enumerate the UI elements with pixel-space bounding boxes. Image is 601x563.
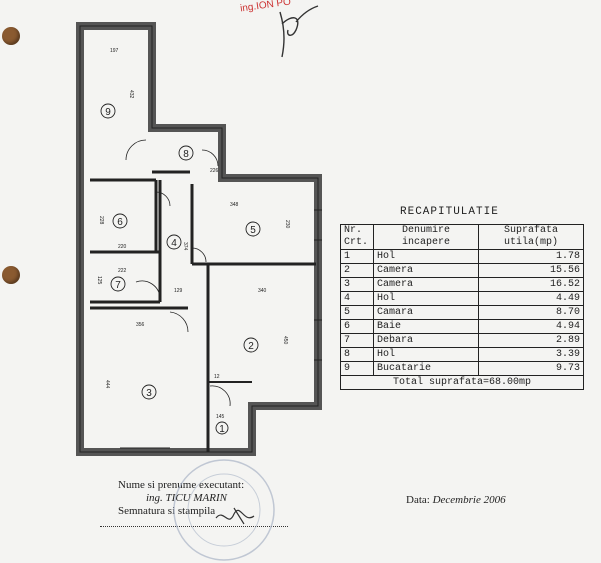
dim-228: 228 [98,216,104,225]
dim-12: 12 [214,374,220,380]
dim-220: 220 [118,244,127,250]
room-label-9: 9 [105,107,111,118]
room-label-5: 5 [250,225,256,236]
dim-226: 226 [210,168,219,174]
dim-450: 450 [282,336,288,345]
dim-129: 129 [174,288,183,294]
room-label-2: 2 [248,341,254,352]
dim-356: 356 [136,322,145,328]
room-label-8: 8 [183,149,189,160]
dim-374: 374 [182,242,188,251]
date-value: Decembrie 2006 [432,494,506,506]
dim-222: 222 [118,268,127,274]
date-label: Data: [406,494,430,506]
dim-348: 348 [230,202,239,208]
room-label-1: 1 [219,424,225,435]
binder-hole-bottom [2,266,20,284]
dim-340: 340 [258,288,267,294]
executant-name: ing. TICU MARIN [146,492,227,504]
dim-197: 197 [110,48,119,54]
top-signature [279,5,319,58]
room-label-4: 4 [171,238,177,249]
round-stamp [173,459,275,561]
date-block: Data: Decembrie 2006 [406,494,506,506]
binder-hole-top [2,27,20,45]
dim-432: 432 [128,90,134,99]
header-nr: Nr.Crt. [340,224,374,250]
dim-230: 230 [284,220,290,229]
signature-label: Semnatura si stampila [118,505,216,517]
room-label-6: 6 [117,217,123,228]
floor-plan: 1 2 3 4 5 6 7 8 9 197 432 226 348 230 22… [76,22,322,456]
recap-total: Total suprafata=68.00mp [340,375,584,390]
room-label-3: 3 [146,388,152,399]
dim-145: 145 [216,414,225,420]
signature-line [100,526,288,527]
recap-title: RECAPITULATIE [400,206,499,218]
recap-total-row: Total suprafata=68.00mp [340,375,584,390]
dim-444: 444 [104,380,110,389]
room-label-7: 7 [115,280,121,291]
dim-125: 125 [96,276,102,285]
